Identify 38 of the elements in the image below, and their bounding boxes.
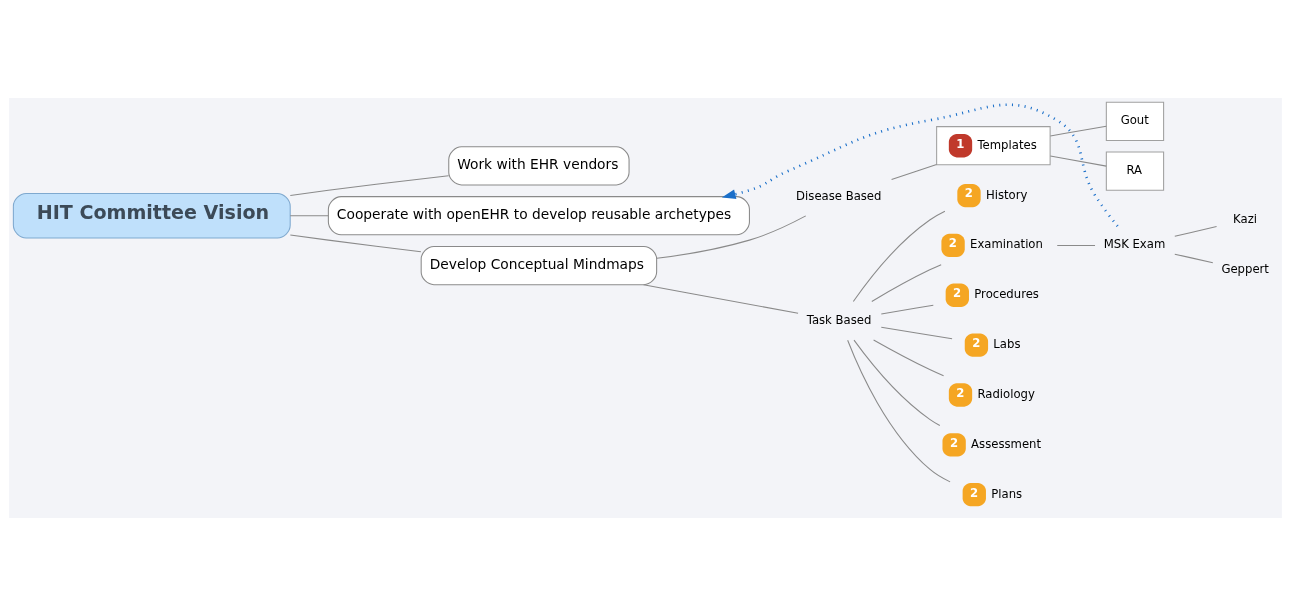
connector <box>853 339 941 427</box>
connector <box>289 175 450 196</box>
node-label: Assessment <box>971 436 1042 451</box>
connector <box>643 284 799 314</box>
node-box: 1 Templates <box>936 126 1051 166</box>
connector <box>289 234 422 253</box>
connector <box>289 215 329 217</box>
connector <box>852 210 946 303</box>
node-box: Work with EHR vendors <box>448 146 630 186</box>
connector <box>1049 155 1107 167</box>
node-text: MSK Exam <box>1103 237 1166 252</box>
node-label: Labs <box>993 337 1021 352</box>
connector <box>1174 225 1218 237</box>
node-box: RA <box>1105 151 1165 191</box>
connector <box>891 163 938 181</box>
node-box: Develop Conceptual Mindmaps <box>420 245 658 286</box>
node-label: Procedures <box>974 287 1039 302</box>
node-box: HIT Committee Vision <box>12 192 291 239</box>
node-text: Disease Based <box>796 188 882 203</box>
connector <box>1174 253 1214 264</box>
connector <box>656 215 807 259</box>
arrow <box>721 103 1119 227</box>
node-label: Radiology <box>977 386 1035 401</box>
connector <box>1049 125 1107 137</box>
node-label: Examination <box>970 237 1043 252</box>
connector <box>1056 244 1096 246</box>
connector <box>847 339 951 483</box>
connector <box>871 264 942 302</box>
node-label: Plans <box>991 486 1023 501</box>
node-box: Cooperate with openEHR to develop reusable archetypes <box>327 196 750 236</box>
node-text: Task Based <box>806 312 872 327</box>
connector <box>873 339 945 377</box>
node-label: History <box>985 187 1028 202</box>
node-text: Kazi <box>1233 211 1258 226</box>
connector <box>880 326 953 340</box>
node-box: Gout <box>1105 101 1165 141</box>
node-text: Geppert <box>1221 261 1269 276</box>
connector <box>880 304 934 315</box>
